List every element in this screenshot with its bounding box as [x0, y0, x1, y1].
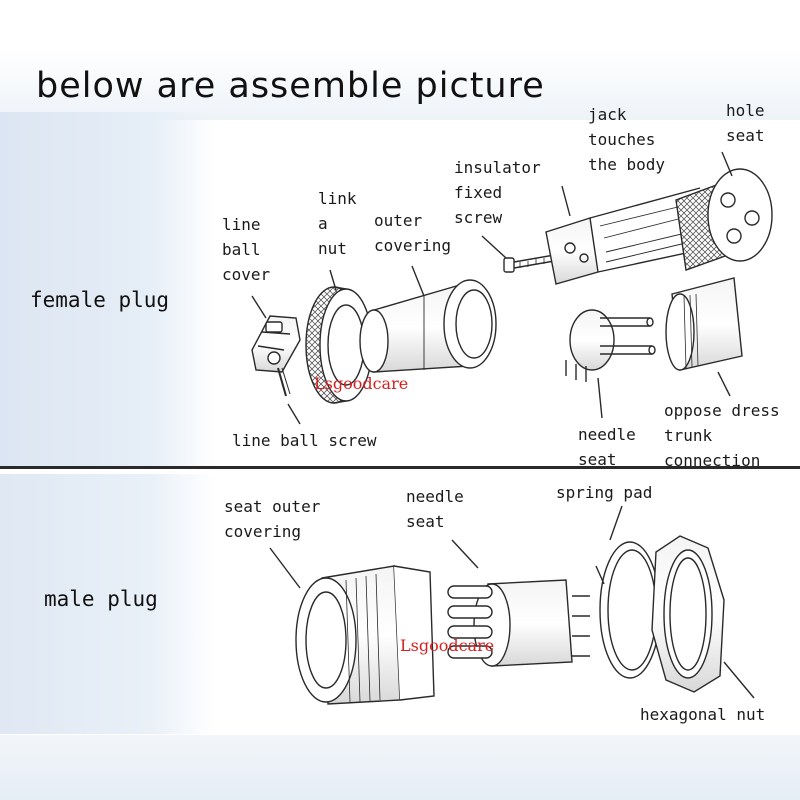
female-label-band: [0, 112, 215, 467]
male-label-band: [0, 474, 215, 734]
female-plug-heading: female plug: [30, 288, 170, 312]
label-male-needle-seat: needle seat: [406, 487, 464, 531]
label-outer-covering: outer covering: [374, 211, 452, 255]
outer-covering-part: [359, 279, 497, 373]
bottom-band: [0, 735, 800, 800]
label-spring-pad: spring pad: [556, 483, 653, 502]
label-insulator-fixed-screw: insulator fixed screw: [454, 158, 541, 227]
watermark-male: Lsgoodcare: [400, 636, 495, 655]
hole-seat-part: [675, 168, 773, 271]
hexagonal-nut-part: [651, 535, 725, 693]
label-female-needle-seat: needle seat: [578, 425, 636, 469]
spring-pad-part: [595, 541, 661, 679]
line-ball-cover-part: [251, 315, 301, 397]
jack-body-part: [545, 187, 701, 285]
page-title: below are assemble picture: [36, 66, 545, 106]
label-oppose-dress-trunk: oppose dress trunk connection: [664, 401, 780, 470]
label-seat-outer-covering: seat outer covering: [224, 497, 321, 541]
section-divider: [0, 466, 800, 469]
trunk-connection-part: [665, 277, 743, 371]
female-needle-seat-part: [565, 309, 656, 382]
label-link-nut: link a nut: [318, 189, 357, 258]
male-needle-seat-part: [447, 579, 590, 667]
watermark-female: Lsgoodcare: [314, 374, 409, 393]
top-band: [0, 0, 800, 120]
link-nut-part: [305, 286, 373, 404]
label-hole-seat: hole seat: [726, 101, 765, 145]
label-line-ball-screw: line ball screw: [232, 431, 377, 450]
label-line-ball-cover: line ball cover: [222, 215, 271, 284]
male-plug-heading: male plug: [44, 587, 158, 611]
label-hexagonal-nut: hexagonal nut: [640, 705, 766, 724]
seat-outer-covering-part: [295, 565, 435, 705]
label-jack-touches-body: jack touches the body: [588, 105, 666, 174]
